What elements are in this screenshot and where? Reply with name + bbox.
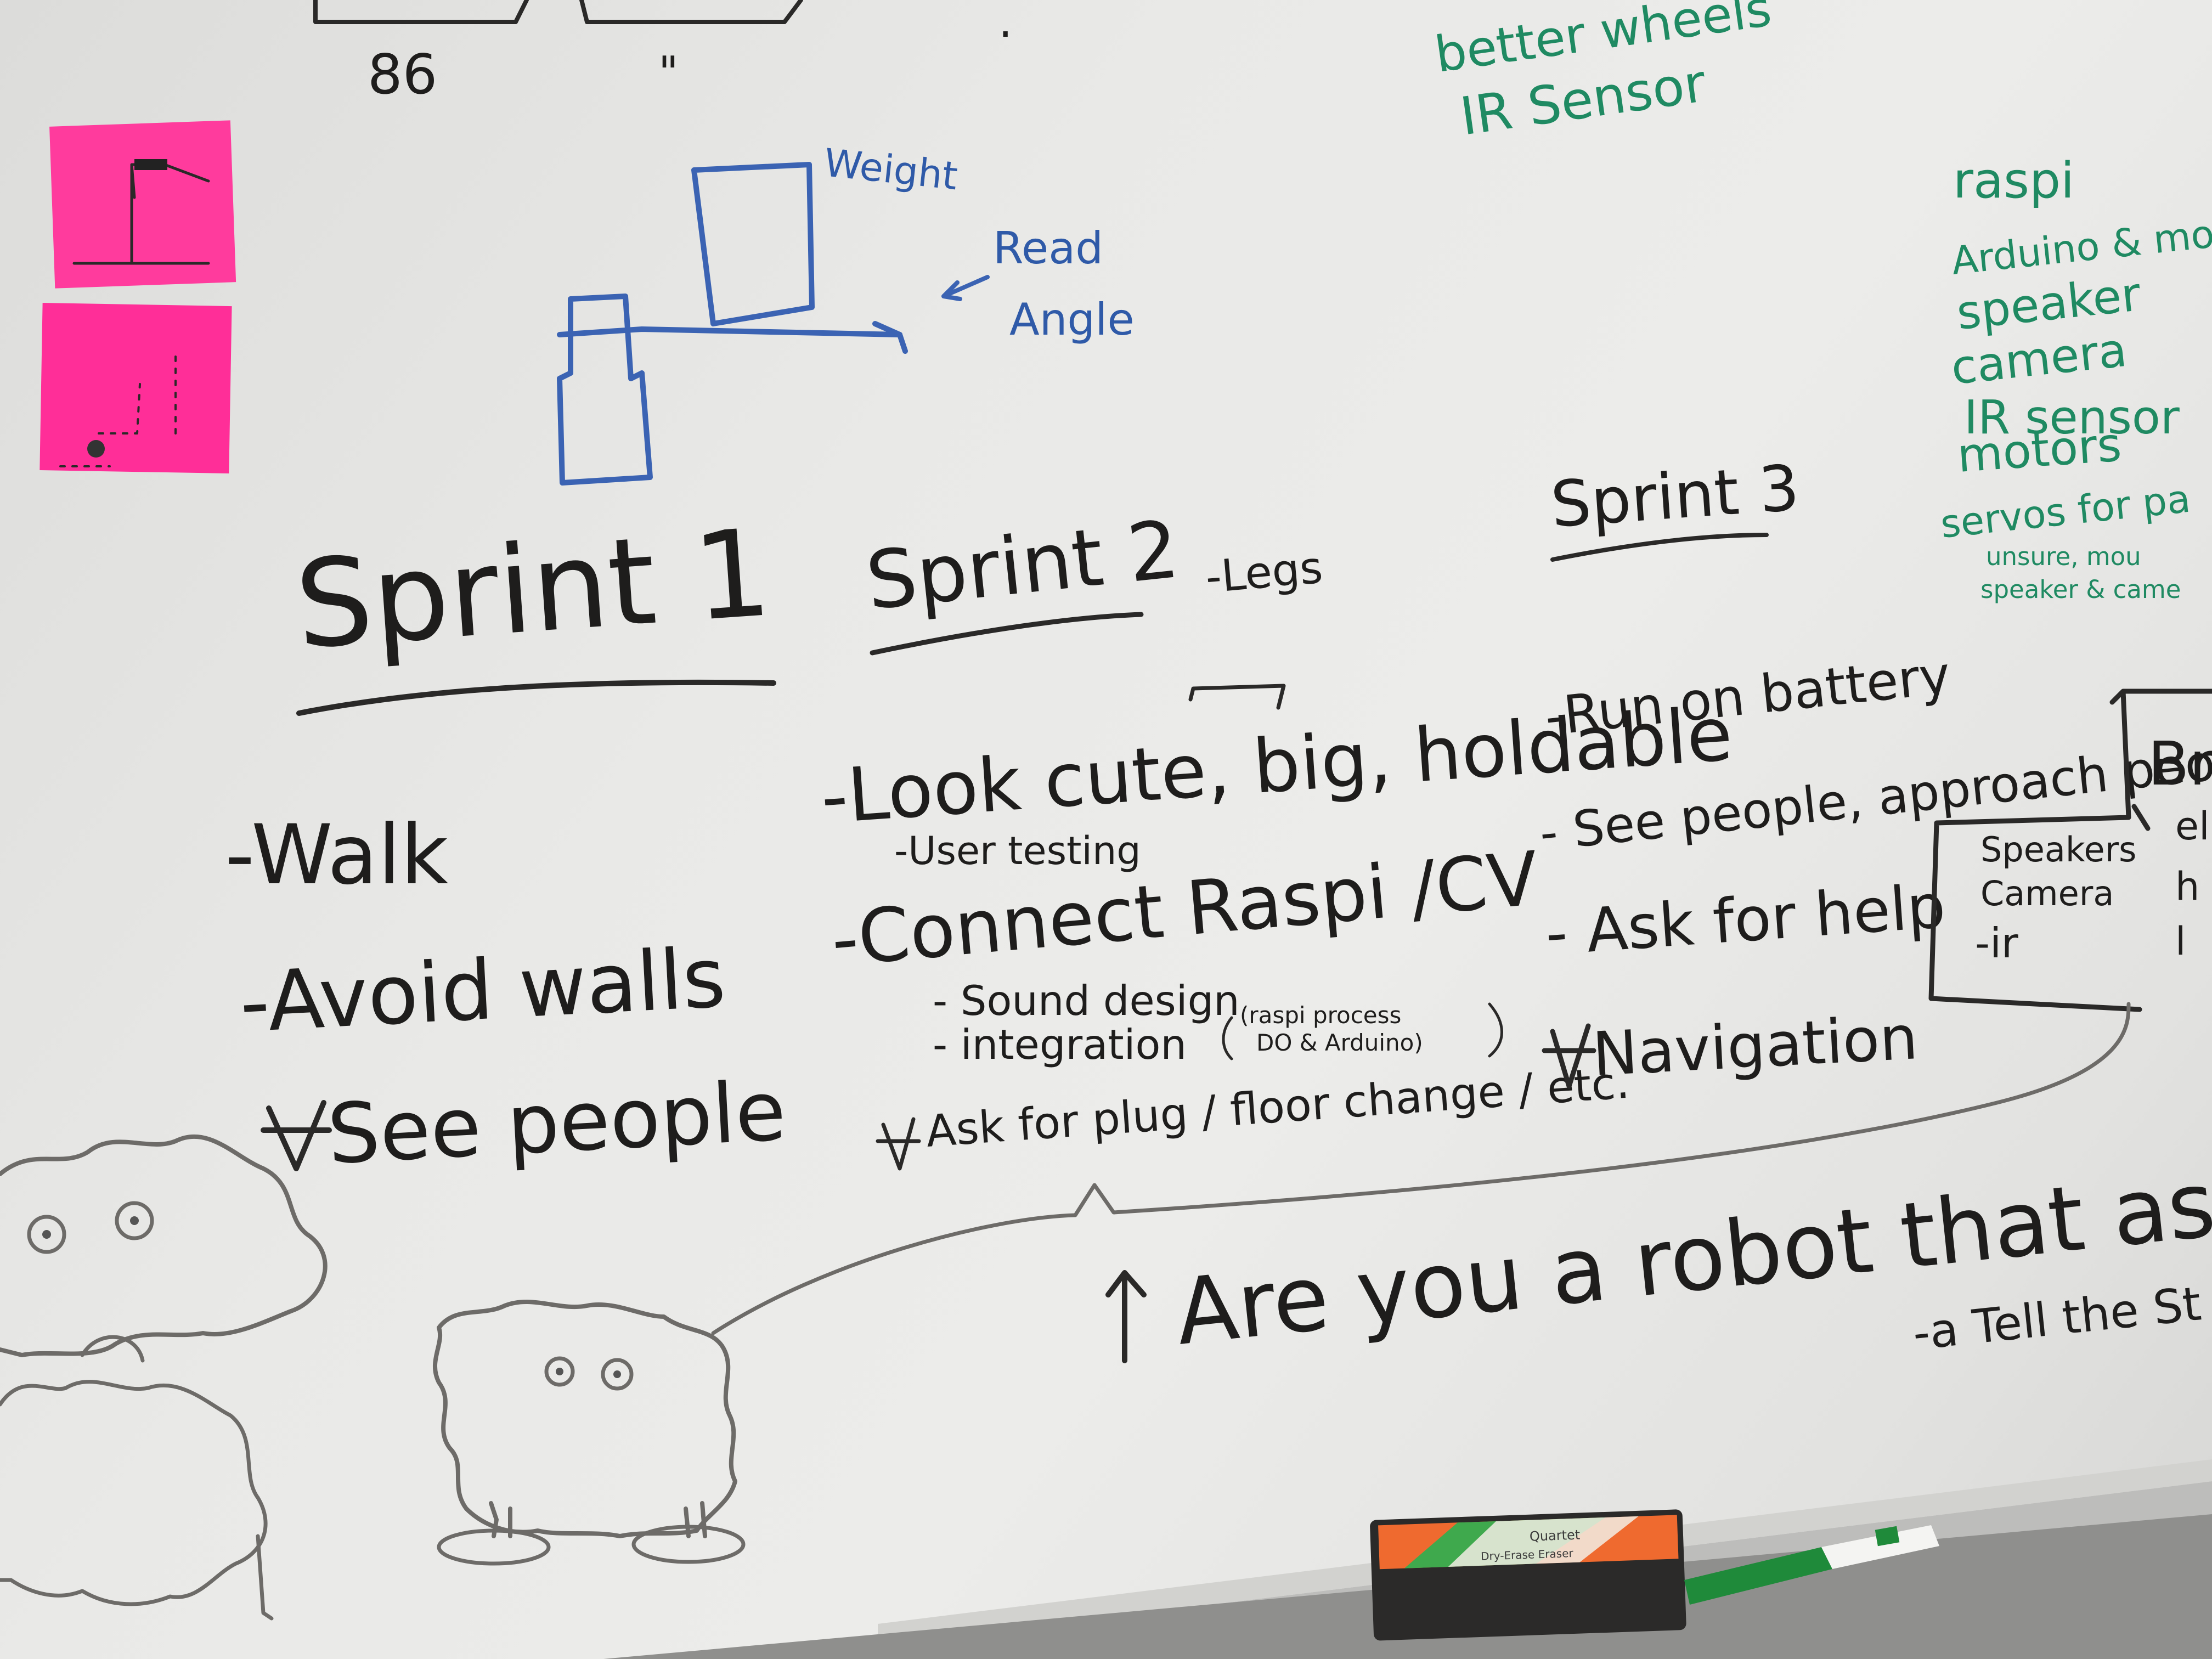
bottom-question: Are you a robot that asks for se -a Tell… bbox=[1105, 1111, 2212, 1365]
star-icon bbox=[261, 1100, 332, 1171]
eraser-label: Dry-Erase Eraser bbox=[1481, 1547, 1574, 1563]
arrow-read bbox=[941, 275, 990, 301]
monster-doodle-left bbox=[0, 1134, 328, 1621]
sprint-1-item-1: -Avoid walls bbox=[238, 930, 728, 1051]
parts-note-1: unsure, mou bbox=[1986, 542, 2141, 571]
right-box-item-1: Camera bbox=[1980, 873, 2114, 913]
sprint-1-column: Sprint 1 -Walk -Avoid walls See people bbox=[225, 503, 788, 1183]
foot-left bbox=[437, 1528, 551, 1566]
parts-item-1: Arduino & mo bbox=[1949, 211, 2212, 284]
sprint-3-underline bbox=[1550, 533, 1769, 562]
right-box-side-0: el bbox=[2175, 804, 2210, 849]
angle-label: Angle bbox=[1009, 294, 1135, 345]
dot-mark: · bbox=[998, 9, 1012, 60]
right-box-side-2: l bbox=[2175, 919, 2186, 964]
parts-item-0: raspi bbox=[1953, 152, 2074, 210]
top-right-list: better wheels IR Sensor bbox=[1431, 0, 1775, 148]
right-box-item-0: Speakers bbox=[1980, 830, 2136, 870]
bottom-note-text: -a Tell the St bbox=[1910, 1277, 2204, 1361]
sprint-2-title: Sprint 2 bbox=[862, 503, 1183, 628]
sprint-1-underline bbox=[296, 679, 776, 716]
eye-icon bbox=[115, 1201, 154, 1240]
sprint-3-item-3: Navigation bbox=[1591, 1002, 1920, 1090]
sprint-3-title: Sprint 3 bbox=[1549, 452, 1802, 542]
sprint-1-item-0: -Walk bbox=[225, 808, 448, 903]
sticky-notes bbox=[40, 120, 236, 474]
monster-doodle-right bbox=[432, 1300, 746, 1566]
sprint-2-item-4: - integration bbox=[933, 1020, 1187, 1069]
parts-item-6: servos for pa bbox=[1938, 476, 2192, 547]
right-box-item-2: -ir bbox=[1975, 919, 2018, 967]
sticky-note-top bbox=[49, 120, 236, 289]
sprint-2-underline bbox=[870, 612, 1144, 656]
sprint-3-item-2: - Ask for help bbox=[1543, 871, 1948, 969]
sprint-2-item-5: (raspi process bbox=[1240, 1002, 1401, 1029]
parts-item-5: motors bbox=[1956, 417, 2124, 483]
right-box-header: Br bbox=[2148, 729, 2212, 799]
parts-item-4: IR sensor bbox=[1964, 391, 2180, 445]
sprint-1-title: Sprint 1 bbox=[291, 503, 775, 676]
eye-icon bbox=[27, 1215, 66, 1254]
sprint-2-item-3: - Sound design bbox=[933, 977, 1240, 1025]
sprint-2-item-1: -User testing bbox=[894, 828, 1141, 873]
brace-curve bbox=[711, 1002, 2131, 1335]
top-left-fragment: 86 " · bbox=[313, 0, 1012, 106]
eye-icon bbox=[544, 1356, 575, 1387]
sprint-2-item-6: DO & Arduino) bbox=[1256, 1029, 1423, 1056]
parts-list: raspi Arduino & mo speaker camera IR sen… bbox=[1938, 152, 2212, 604]
eye-icon bbox=[601, 1358, 634, 1391]
foot-right bbox=[631, 1525, 746, 1564]
sprint-3-item-0: -Run on battery bbox=[1542, 645, 1953, 748]
parts-note-2: speaker & came bbox=[1980, 575, 2181, 604]
top-number: 86 bbox=[368, 42, 437, 106]
right-box-side-1: h bbox=[2175, 864, 2199, 909]
marker[interactable] bbox=[1684, 1525, 1939, 1605]
weight-label: Weight bbox=[822, 140, 960, 199]
right-box: Br Speakers Camera -ir el h l bbox=[1928, 689, 2212, 1012]
star-icon bbox=[876, 1117, 921, 1171]
sprint-2-item-7: Ask for plug / floor change / etc. bbox=[924, 1057, 1631, 1157]
sprint-2-legs: -Legs bbox=[1204, 542, 1325, 603]
star-icon bbox=[1542, 1023, 1596, 1089]
blue-weight-sketch: Weight Read Angle bbox=[557, 140, 1135, 486]
ditto-mark: " bbox=[658, 47, 679, 98]
eraser[interactable]: Quartet Dry-Erase Eraser bbox=[1370, 1509, 1686, 1641]
eraser-brand: Quartet bbox=[1529, 1527, 1580, 1544]
read-label: Read bbox=[993, 223, 1103, 274]
sprint-1-item-2: See people bbox=[325, 1063, 788, 1183]
sticky-note-bottom bbox=[40, 303, 232, 474]
